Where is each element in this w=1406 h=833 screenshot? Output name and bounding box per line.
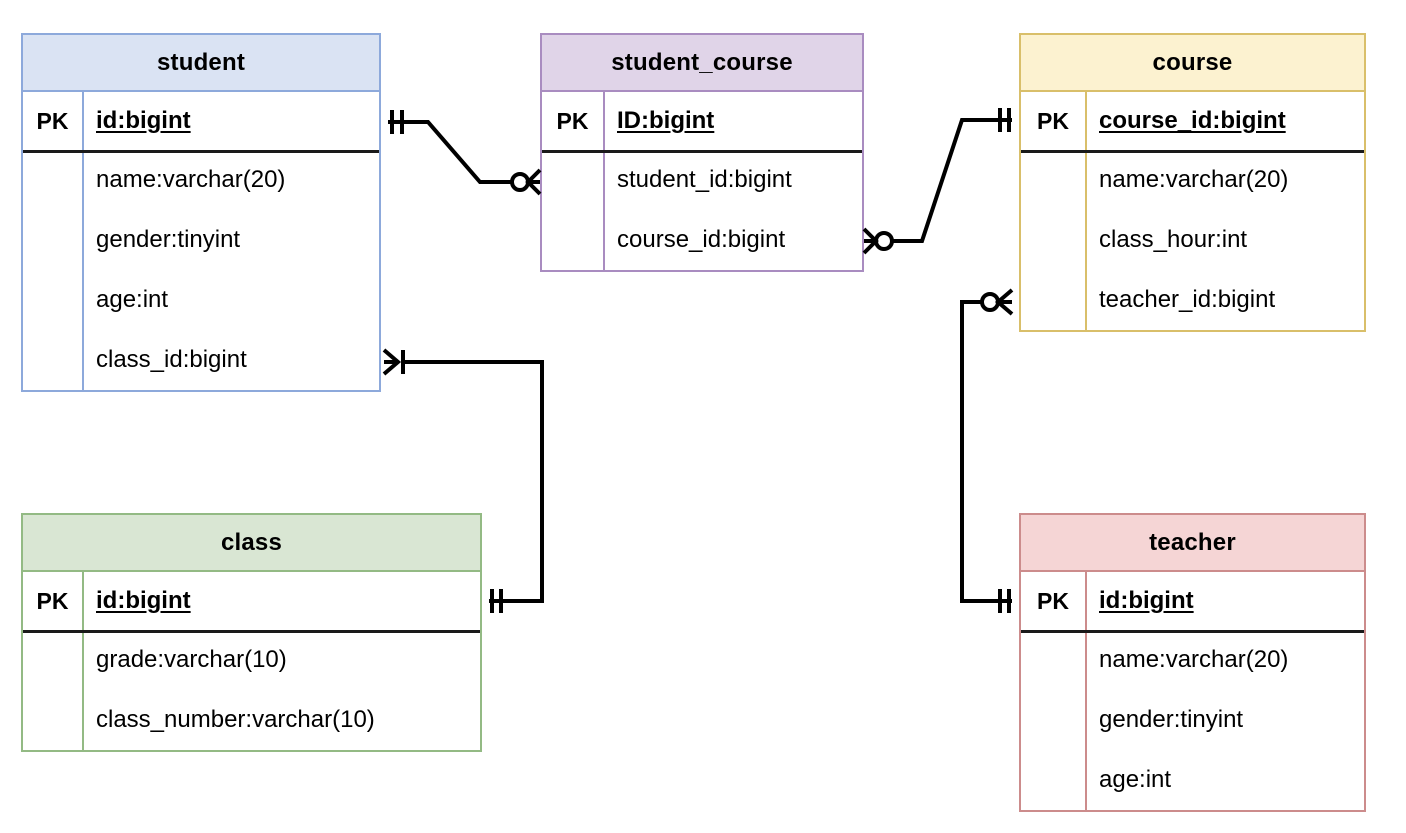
attribute-row[interactable]: course_id:bigint (542, 210, 862, 270)
attribute-label: id:bigint (96, 107, 191, 134)
attribute-label: class_hour:int (1099, 226, 1248, 253)
key-cell (23, 690, 82, 750)
attribute-row[interactable]: PK course_id:bigint (1021, 92, 1364, 150)
key-cell (1021, 210, 1085, 270)
entity-title-student: student (23, 35, 379, 92)
attribute-row[interactable]: grade:varchar(10) (23, 630, 480, 690)
attribute-label: id:bigint (96, 587, 191, 614)
attribute-label: age:int (1099, 766, 1172, 793)
attribute-row[interactable]: class_number:varchar(10) (23, 690, 480, 750)
attribute-row[interactable]: name:varchar(20) (1021, 150, 1364, 210)
attribute-row[interactable]: PK ID:bigint (542, 92, 862, 150)
key-cell (23, 210, 82, 270)
connector-teacher-to-course (960, 288, 1014, 613)
pk-badge: PK (36, 587, 69, 614)
attribute-row[interactable]: gender:tinyint (1021, 690, 1364, 750)
attribute-row[interactable]: PK id:bigint (1021, 572, 1364, 630)
pk-badge: PK (1037, 107, 1069, 134)
pk-badge: PK (1037, 587, 1069, 614)
key-cell (1021, 750, 1085, 810)
entity-body-course: PK course_id:bigint name:varchar(20) class_… (1021, 92, 1364, 330)
attribute-row[interactable]: age:int (1021, 750, 1364, 810)
entity-title-student_course: student_course (542, 35, 862, 92)
attribute-row[interactable]: student_id:bigint (542, 150, 862, 210)
entity-body-teacher: PK id:bigint name:varchar(20) gender:tinyin… (1021, 572, 1364, 810)
pk-badge: PK (36, 107, 69, 134)
attribute-row[interactable]: name:varchar(20) (1021, 630, 1364, 690)
key-cell (1021, 150, 1085, 210)
attribute-label: age:int (96, 286, 169, 313)
attribute-row[interactable]: class_id:bigint (23, 330, 379, 390)
key-cell (1021, 270, 1085, 330)
entity-title-teacher: teacher (1021, 515, 1364, 572)
connector-course-to-student_course (862, 108, 1012, 255)
attribute-label: grade:varchar(10) (96, 646, 287, 673)
attribute-label: class_id:bigint (96, 346, 247, 373)
key-cell (23, 150, 82, 210)
attribute-label: id:bigint (1099, 587, 1194, 614)
attribute-label: name:varchar(20) (96, 166, 286, 193)
attribute-label: ID:bigint (617, 107, 715, 134)
entity-body-student_course: PK ID:bigint student_id:bigint course_id:bi… (542, 92, 862, 270)
key-cell (23, 270, 82, 330)
entity-body-class: PK id:bigint grade:varchar(10) class_number… (23, 572, 480, 750)
attribute-label: name:varchar(20) (1099, 166, 1289, 193)
attribute-label: course_id:bigint (1099, 107, 1286, 134)
attribute-row[interactable]: class_hour:int (1021, 210, 1364, 270)
key-cell (542, 150, 603, 210)
attribute-label: class_number:varchar(10) (96, 706, 375, 733)
attribute-label: teacher_id:bigint (1099, 286, 1276, 313)
entity-title-course: course (1021, 35, 1364, 92)
attribute-label: name:varchar(20) (1099, 646, 1289, 673)
pk-badge: PK (556, 107, 589, 134)
key-cell (1021, 630, 1085, 690)
attribute-row[interactable]: PK id:bigint (23, 572, 480, 630)
key-cell (542, 210, 603, 270)
attribute-row[interactable]: name:varchar(20) (23, 150, 379, 210)
key-cell (23, 330, 82, 390)
entity-body-student: PK id:bigint name:varchar(20) gender:tinyin… (23, 92, 379, 390)
connector-student-to-student_course (388, 110, 542, 196)
attribute-label: student_id:bigint (617, 166, 792, 193)
attribute-label: gender:tinyint (96, 226, 241, 253)
key-cell (1021, 690, 1085, 750)
attribute-row[interactable]: age:int (23, 270, 379, 330)
attribute-row[interactable]: gender:tinyint (23, 210, 379, 270)
attribute-row[interactable]: PK id:bigint (23, 92, 379, 150)
attribute-label: gender:tinyint (1099, 706, 1244, 733)
key-cell (23, 630, 82, 690)
attribute-label: course_id:bigint (617, 226, 786, 253)
attribute-row[interactable]: teacher_id:bigint (1021, 270, 1364, 330)
entity-title-class: class (23, 515, 480, 572)
